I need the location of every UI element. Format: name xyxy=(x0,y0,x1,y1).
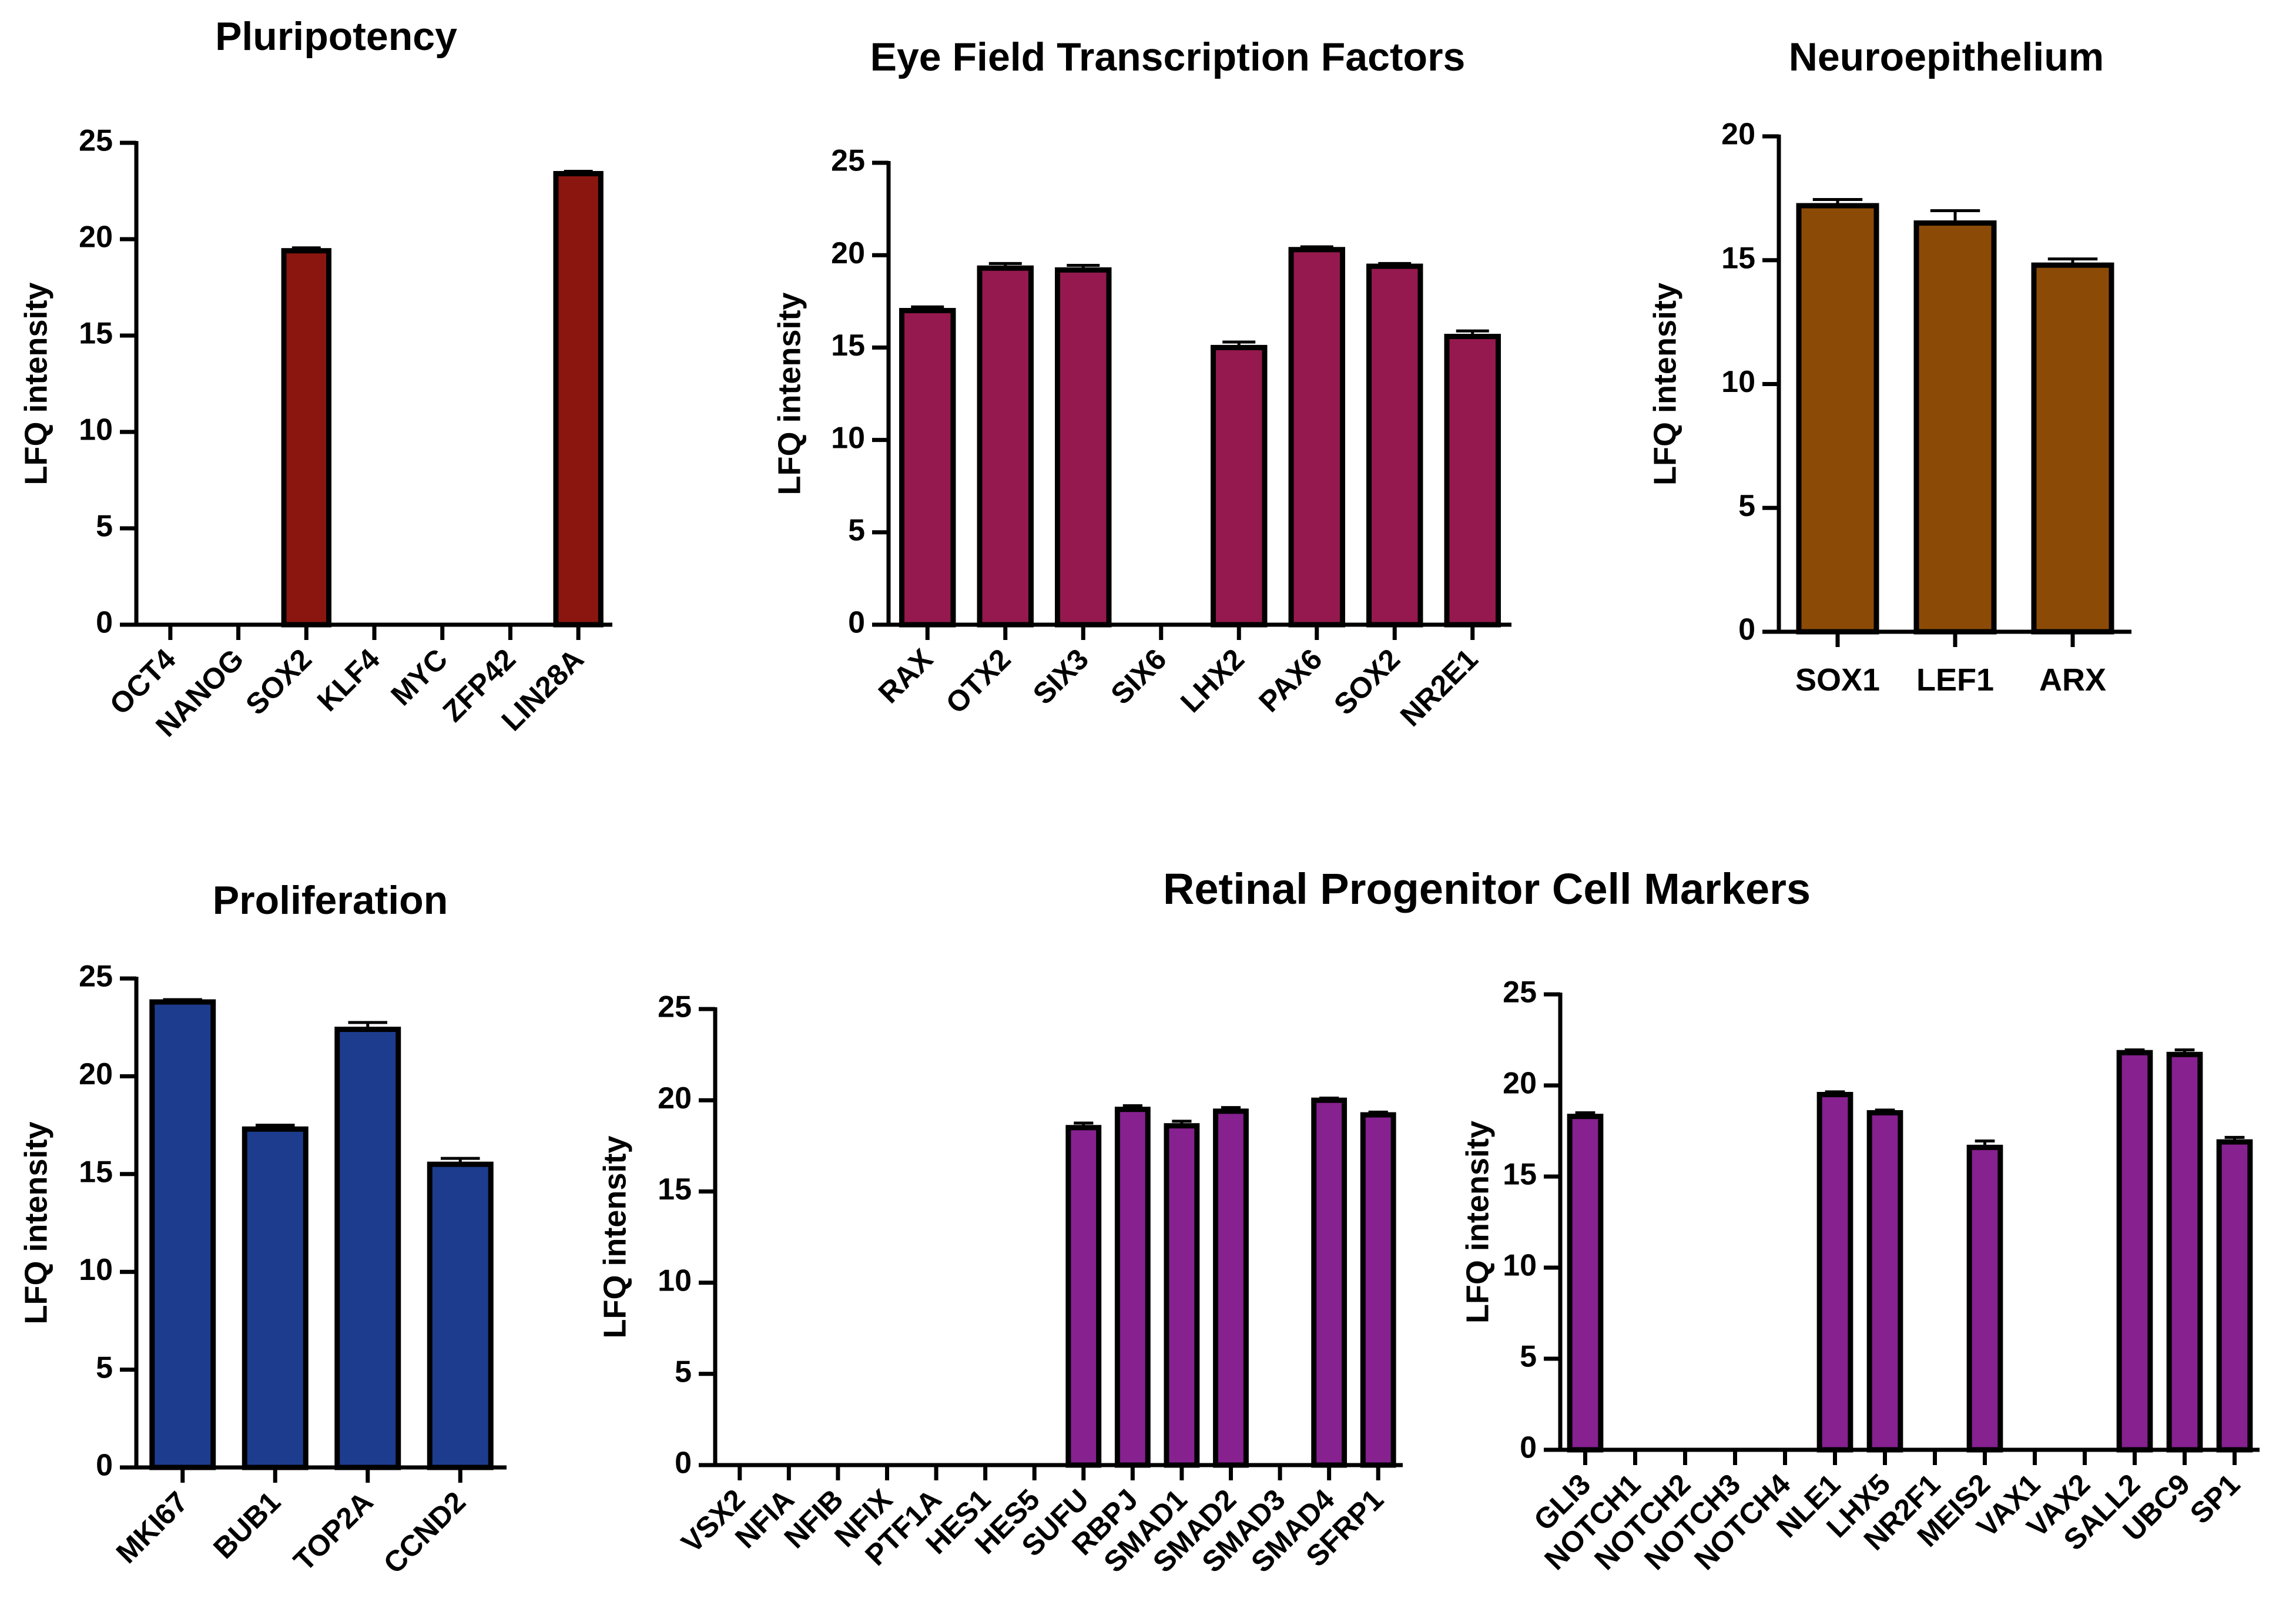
y-tick-label: 15 xyxy=(658,1172,692,1207)
bar xyxy=(1288,247,1345,628)
bar xyxy=(1816,1092,1853,1453)
y-tick-label: 15 xyxy=(79,1155,113,1189)
bar xyxy=(553,170,604,628)
bar xyxy=(2166,1051,2203,1453)
bar xyxy=(242,1126,309,1470)
y-tick-label: 25 xyxy=(79,124,113,158)
y-tick-label: 10 xyxy=(831,421,865,455)
bar xyxy=(281,248,331,628)
y-axis-label: LFQ intensity xyxy=(597,1135,632,1338)
bar xyxy=(899,308,956,628)
y-tick-label: 10 xyxy=(1503,1249,1537,1283)
y-tick-label: 0 xyxy=(96,606,113,640)
x-tick-label: SIX6 xyxy=(1104,642,1172,711)
y-tick-label: 20 xyxy=(1721,118,1755,152)
bar xyxy=(149,999,216,1470)
y-axis-label: LFQ intensity xyxy=(772,292,807,495)
y-tick-label: 15 xyxy=(831,329,865,363)
chart-panel-5: LFQ intensity0510152025VSX2NFIANFIBNFIXP… xyxy=(597,990,1403,1579)
y-tick-label: 10 xyxy=(79,1253,113,1287)
bar xyxy=(1055,267,1112,628)
y-tick-label: 5 xyxy=(1738,489,1755,523)
y-axis-label: LFQ intensity xyxy=(18,1121,53,1324)
x-tick-label: PAX6 xyxy=(1252,642,1328,718)
y-tick-label: 10 xyxy=(1721,365,1755,399)
bar xyxy=(1444,334,1501,628)
bar xyxy=(1114,1107,1151,1468)
y-tick-label: 15 xyxy=(1503,1158,1537,1192)
x-tick-label: SOX2 xyxy=(239,642,318,721)
chart-title: Proliferation xyxy=(213,878,448,923)
bar xyxy=(2216,1139,2253,1453)
y-tick-label: 0 xyxy=(96,1449,113,1483)
bar xyxy=(2031,262,2114,635)
chart-panel-6: LFQ intensity0510152025GLI3NOTCH1NOTCH2N… xyxy=(1460,976,2260,1576)
x-tick-label: LHX2 xyxy=(1174,642,1251,719)
y-tick-label: 5 xyxy=(675,1355,692,1389)
bar xyxy=(1065,1125,1102,1468)
bar xyxy=(334,1027,401,1470)
y-tick-label: 0 xyxy=(848,606,865,640)
x-tick-label: MKI67 xyxy=(110,1485,195,1570)
x-tick-label: SIX3 xyxy=(1027,642,1095,711)
y-axis-label: LFQ intensity xyxy=(18,282,53,485)
x-tick-label: ARX xyxy=(2039,662,2106,698)
y-tick-label: 25 xyxy=(831,144,865,178)
chart-title: Eye Field Transcription Factors xyxy=(870,35,1466,79)
bar xyxy=(1311,1097,1348,1468)
y-tick-label: 25 xyxy=(79,960,113,994)
y-tick-label: 15 xyxy=(79,317,113,351)
bar xyxy=(977,265,1034,628)
y-tick-label: 0 xyxy=(1520,1431,1537,1465)
x-tick-label: SP1 xyxy=(2184,1467,2246,1530)
x-tick-label: KLF4 xyxy=(311,642,386,718)
chart-title: Pluripotency xyxy=(215,14,457,59)
bar xyxy=(1796,203,1879,635)
x-tick-label: TOP2A xyxy=(287,1485,380,1577)
bar xyxy=(1913,220,1997,635)
y-tick-label: 5 xyxy=(96,510,113,544)
y-tick-label: 20 xyxy=(1503,1067,1537,1101)
y-tick-label: 5 xyxy=(1520,1340,1537,1374)
bar xyxy=(1213,1108,1249,1468)
bar xyxy=(1360,1112,1396,1468)
y-tick-label: 20 xyxy=(658,1081,692,1115)
chart-title: Neuroepithelium xyxy=(1789,35,2104,79)
bar xyxy=(1567,1114,1604,1453)
x-tick-label: CCND2 xyxy=(377,1485,472,1580)
y-tick-label: 20 xyxy=(79,1057,113,1091)
y-tick-label: 5 xyxy=(848,514,865,548)
y-tick-label: 25 xyxy=(1503,976,1537,1010)
y-tick-label: 15 xyxy=(1721,241,1755,275)
bar xyxy=(1211,344,1268,628)
bar xyxy=(1366,263,1423,628)
x-tick-label: LEF1 xyxy=(1916,662,1994,698)
y-tick-label: 20 xyxy=(79,220,113,254)
y-tick-label: 10 xyxy=(658,1264,692,1298)
y-tick-label: 25 xyxy=(658,990,692,1024)
bar xyxy=(427,1161,494,1470)
y-axis-label: LFQ intensity xyxy=(1460,1121,1495,1323)
y-tick-label: 20 xyxy=(831,236,865,270)
x-tick-label: BUB1 xyxy=(207,1485,287,1565)
bar xyxy=(1866,1110,1903,1453)
y-tick-label: 10 xyxy=(79,413,113,447)
bar xyxy=(1966,1144,2003,1453)
x-tick-label: NR2E1 xyxy=(1394,642,1484,733)
y-axis-label: LFQ intensity xyxy=(1647,283,1682,485)
x-tick-label: SOX1 xyxy=(1795,662,1880,698)
x-tick-label: OTX2 xyxy=(940,642,1017,720)
x-tick-label: RAX xyxy=(872,642,939,709)
y-tick-label: 0 xyxy=(675,1446,692,1480)
y-tick-label: 5 xyxy=(96,1350,113,1385)
bar xyxy=(1164,1123,1200,1468)
bar xyxy=(2116,1050,2153,1453)
y-tick-label: 0 xyxy=(1738,613,1755,647)
group-title: Retinal Progenitor Cell Markers xyxy=(1163,864,1811,913)
